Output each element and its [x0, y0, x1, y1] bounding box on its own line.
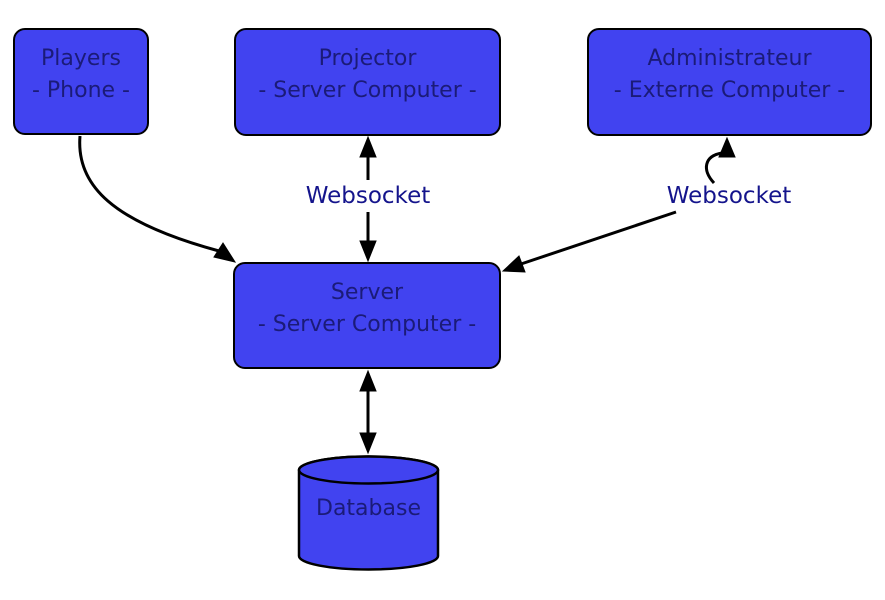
arrowhead-into-database	[359, 432, 377, 455]
edge-players-to-server	[78, 135, 237, 263]
node-administrator-title: Administrateur	[647, 46, 812, 71]
node-projector-title: Projector	[318, 46, 417, 71]
node-players-subtitle: - Phone -	[31, 77, 130, 103]
node-server-title: Server	[330, 279, 404, 305]
arrowhead-into-projector	[359, 135, 377, 158]
node-projector: Projector - Server Computer -	[234, 28, 501, 136]
node-projector-subtitle: - Server Computer -	[258, 78, 477, 103]
node-players-title: Players	[41, 45, 121, 71]
node-administrator: Administrateur - Externe Computer -	[587, 28, 872, 136]
node-database-cylinder	[297, 455, 440, 571]
node-database-label: Database	[316, 495, 421, 521]
edge-players-to-server-line	[78, 135, 220, 253]
edge-projector-server	[359, 135, 377, 263]
edge-label-websocket-projector: Websocket	[305, 183, 431, 209]
node-server: Server - Server Computer -	[233, 262, 501, 369]
edge-admin-server-curve	[705, 151, 723, 185]
edge-label-websocket-admin: Websocket	[666, 183, 792, 209]
node-players: Players - Phone -	[13, 28, 149, 135]
edge-admin-server	[501, 136, 736, 273]
edge-server-database	[359, 369, 377, 455]
arrowhead-into-server-right	[501, 255, 526, 273]
node-administrator-subtitle: - Externe Computer -	[613, 78, 846, 103]
arrowhead-into-server-left	[213, 242, 237, 263]
database-cylinder-top-rim	[297, 455, 440, 485]
edge-admin-server-line	[520, 210, 677, 266]
arrowhead-into-server-bottom	[359, 369, 377, 392]
arrowhead-into-server-top	[359, 240, 377, 263]
arrowhead-into-administrator	[718, 136, 736, 158]
node-server-subtitle: - Server Computer -	[257, 311, 477, 337]
